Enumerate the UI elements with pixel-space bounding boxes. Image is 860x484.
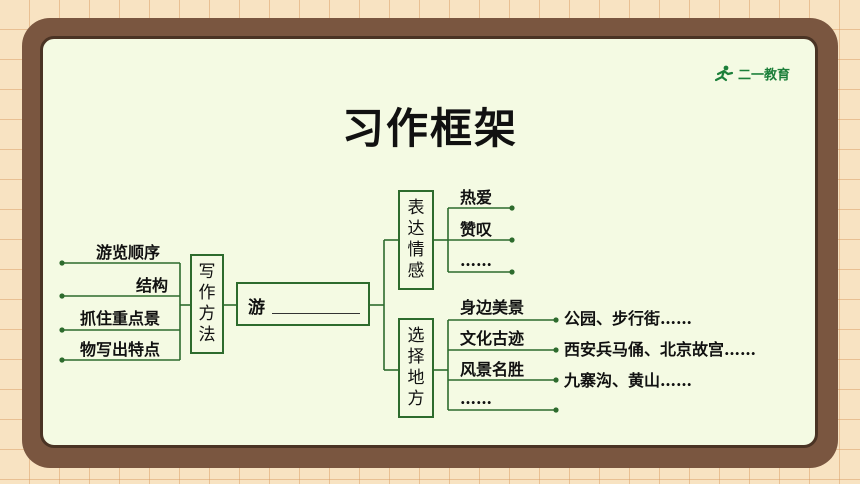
emotion-item-praise: 赞叹 xyxy=(460,220,493,239)
runner-icon xyxy=(714,65,734,81)
method-char: 写 xyxy=(198,262,216,282)
place-char: 方 xyxy=(407,389,425,409)
emotion-item-more: …… xyxy=(460,251,492,270)
page-title: 习作框架 xyxy=(341,104,518,153)
blank-line[interactable] xyxy=(272,313,360,314)
left-item-order: 游览顺序 xyxy=(96,243,161,262)
express-emotion-box: 表 达 情 感 xyxy=(398,190,434,290)
logo-text: 二一教育 xyxy=(738,68,791,83)
center-topic-box xyxy=(236,282,370,326)
emotion-char: 表 xyxy=(407,198,425,218)
left-item-features: 物写出特点 xyxy=(80,340,161,359)
place-char: 选 xyxy=(407,326,425,346)
method-char: 法 xyxy=(198,325,216,345)
example-park: 公园、步行街…… xyxy=(564,309,693,328)
place-item-scenic: 风景名胜 xyxy=(460,360,525,379)
place-char: 择 xyxy=(407,347,425,367)
left-item-focus: 抓住重点景 xyxy=(80,309,161,328)
place-item-cultural: 文化古迹 xyxy=(460,329,525,348)
place-item-nearby: 身边美景 xyxy=(460,298,525,317)
writing-method-box: 写 作 方 法 xyxy=(190,254,224,354)
emotion-char: 感 xyxy=(407,261,425,281)
place-char: 地 xyxy=(407,368,425,388)
method-char: 方 xyxy=(198,304,216,324)
logo: 二一教育 xyxy=(712,64,790,83)
example-jiuzhaigou: 九寨沟、黄山…… xyxy=(564,371,693,390)
method-char: 作 xyxy=(198,283,216,303)
place-item-more: …… xyxy=(460,389,492,408)
choose-place-box: 选 择 地 方 xyxy=(398,318,434,418)
emotion-char: 达 xyxy=(407,219,425,239)
example-xian: 西安兵马俑、北京故宫…… xyxy=(564,340,757,359)
emotion-item-love: 热爱 xyxy=(460,188,493,207)
emotion-char: 情 xyxy=(407,240,425,260)
center-topic: 游 xyxy=(248,298,265,318)
left-item-structure: 结构 xyxy=(136,276,169,295)
